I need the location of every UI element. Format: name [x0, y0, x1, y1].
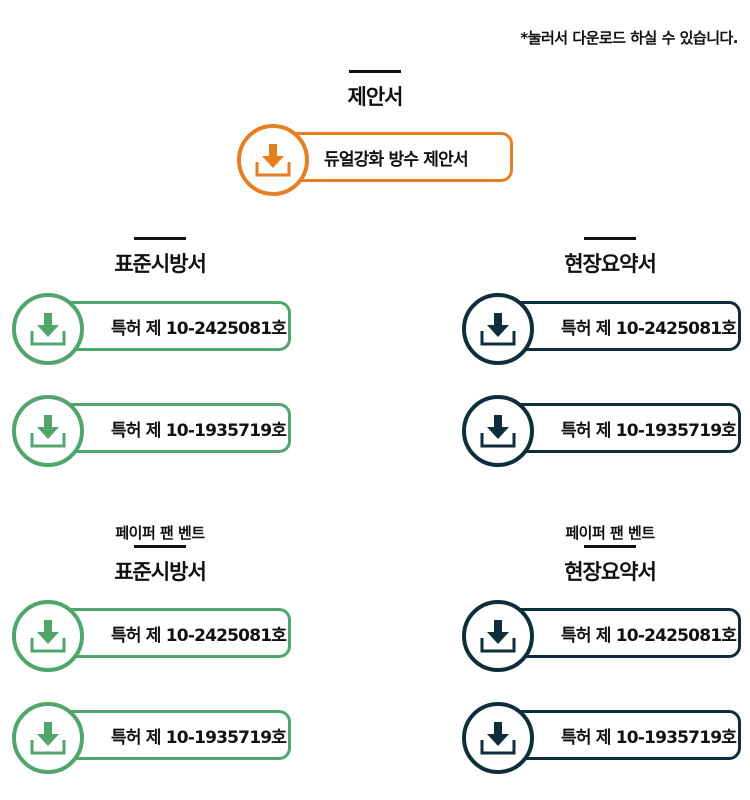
- download-label: 특허 제 10-1935719호: [111, 727, 287, 748]
- download-icon: [462, 293, 534, 365]
- proposal-pill: 듀얼강화 방수 제안서: [267, 132, 513, 182]
- download-icon: [12, 293, 84, 365]
- right-group1-title-text: 현장요약서: [564, 252, 657, 276]
- download-icon: [462, 702, 534, 774]
- download-label: 특허 제 10-1935719호: [561, 727, 737, 748]
- download-icon: [12, 395, 84, 467]
- download-label: 특허 제 10-1935719호: [111, 420, 287, 441]
- proposal-download-button[interactable]: 듀얼강화 방수 제안서: [237, 124, 513, 196]
- download-hint: *눌러서 다운로드 하실 수 있습니다.: [520, 29, 738, 47]
- download-label: 특허 제 10-2425081호: [111, 625, 287, 646]
- download-pill: 특허 제 10-2425081호: [492, 301, 741, 351]
- right-group1-title: 현장요약서: [540, 237, 680, 278]
- proposal-title-text: 제안서: [347, 85, 404, 109]
- download-label: 특허 제 10-2425081호: [561, 625, 737, 646]
- right-group2-download-2[interactable]: 특허 제 10-1935719호: [462, 702, 741, 774]
- title-bar: [584, 545, 636, 548]
- title-bar: [134, 237, 186, 240]
- download-icon: [462, 395, 534, 467]
- left-group2-download-1[interactable]: 특허 제 10-2425081호: [12, 600, 291, 672]
- download-icon: [12, 600, 84, 672]
- right-group2-download-1[interactable]: 특허 제 10-2425081호: [462, 600, 741, 672]
- right-group2-subtitle: 페이퍼 팬 벤트: [565, 524, 655, 542]
- title-bar: [134, 545, 186, 548]
- proposal-title: 제안서: [325, 70, 425, 111]
- title-bar: [584, 237, 636, 240]
- left-group1-download-2[interactable]: 특허 제 10-1935719호: [12, 395, 291, 467]
- title-bar: [349, 70, 401, 73]
- download-icon: [12, 702, 84, 774]
- left-group2-subtitle: 페이퍼 팬 벤트: [115, 524, 205, 542]
- left-group2-title-text: 표준시방서: [114, 560, 207, 584]
- right-group2-title-text: 현장요약서: [564, 560, 657, 584]
- download-label: 특허 제 10-2425081호: [111, 318, 287, 339]
- left-group2-download-2[interactable]: 특허 제 10-1935719호: [12, 702, 291, 774]
- left-group1-download-1[interactable]: 특허 제 10-2425081호: [12, 293, 291, 365]
- left-group2-title: 표준시방서: [90, 545, 230, 586]
- right-group1-download-2[interactable]: 특허 제 10-1935719호: [462, 395, 741, 467]
- download-label: 특허 제 10-2425081호: [561, 318, 737, 339]
- download-label: 특허 제 10-1935719호: [561, 420, 737, 441]
- left-group1-title-text: 표준시방서: [114, 252, 207, 276]
- right-group1-download-1[interactable]: 특허 제 10-2425081호: [462, 293, 741, 365]
- download-pill: 특허 제 10-2425081호: [492, 608, 741, 658]
- download-icon: [462, 600, 534, 672]
- download-icon: [237, 124, 309, 196]
- left-group1-title: 표준시방서: [90, 237, 230, 278]
- right-group2-title: 현장요약서: [540, 545, 680, 586]
- proposal-label: 듀얼강화 방수 제안서: [324, 149, 469, 170]
